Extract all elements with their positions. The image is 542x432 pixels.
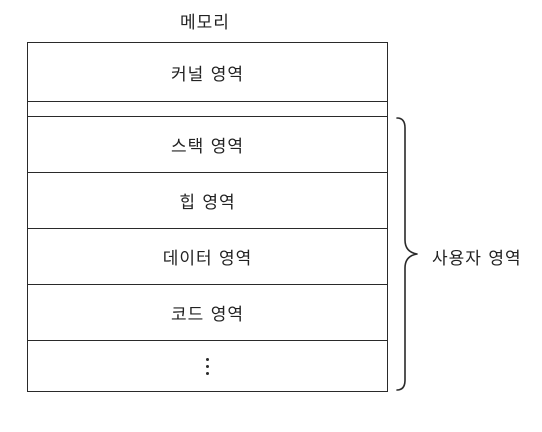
- data-region-label: 데이터 영역: [162, 249, 253, 269]
- divider-stack-heap: [28, 172, 387, 173]
- divider-data-code: [28, 284, 387, 285]
- code-region: 코드 영역: [28, 285, 387, 340]
- ellipsis-dot: [206, 364, 209, 368]
- user-region-brace: [396, 117, 418, 391]
- data-region: 데이터 영역: [28, 229, 387, 284]
- gap-region: [28, 102, 387, 116]
- kernel-region: 커널 영역: [28, 43, 387, 101]
- memory-block: 커널 영역 스택 영역 힙 영역 데이터 영역 코드 영역: [27, 42, 388, 392]
- stack-region: 스택 영역: [28, 117, 387, 172]
- divider-kernel-bottom: [28, 101, 387, 102]
- brace-path: [396, 117, 418, 391]
- heap-region: 힙 영역: [28, 173, 387, 228]
- divider-code-more: [28, 340, 387, 341]
- divider-user-top: [28, 116, 387, 117]
- memory-title: 메모리: [180, 13, 230, 33]
- divider-heap-data: [28, 228, 387, 229]
- stack-region-label: 스택 영역: [171, 137, 244, 157]
- more-regions-ellipsis: [28, 341, 387, 391]
- user-region-label: 사용자 영역: [432, 249, 522, 269]
- ellipsis-dot: [206, 357, 209, 361]
- code-region-label: 코드 영역: [171, 305, 244, 325]
- heap-region-label: 힙 영역: [179, 193, 236, 213]
- kernel-region-label: 커널 영역: [171, 64, 244, 85]
- ellipsis-dot: [206, 371, 209, 375]
